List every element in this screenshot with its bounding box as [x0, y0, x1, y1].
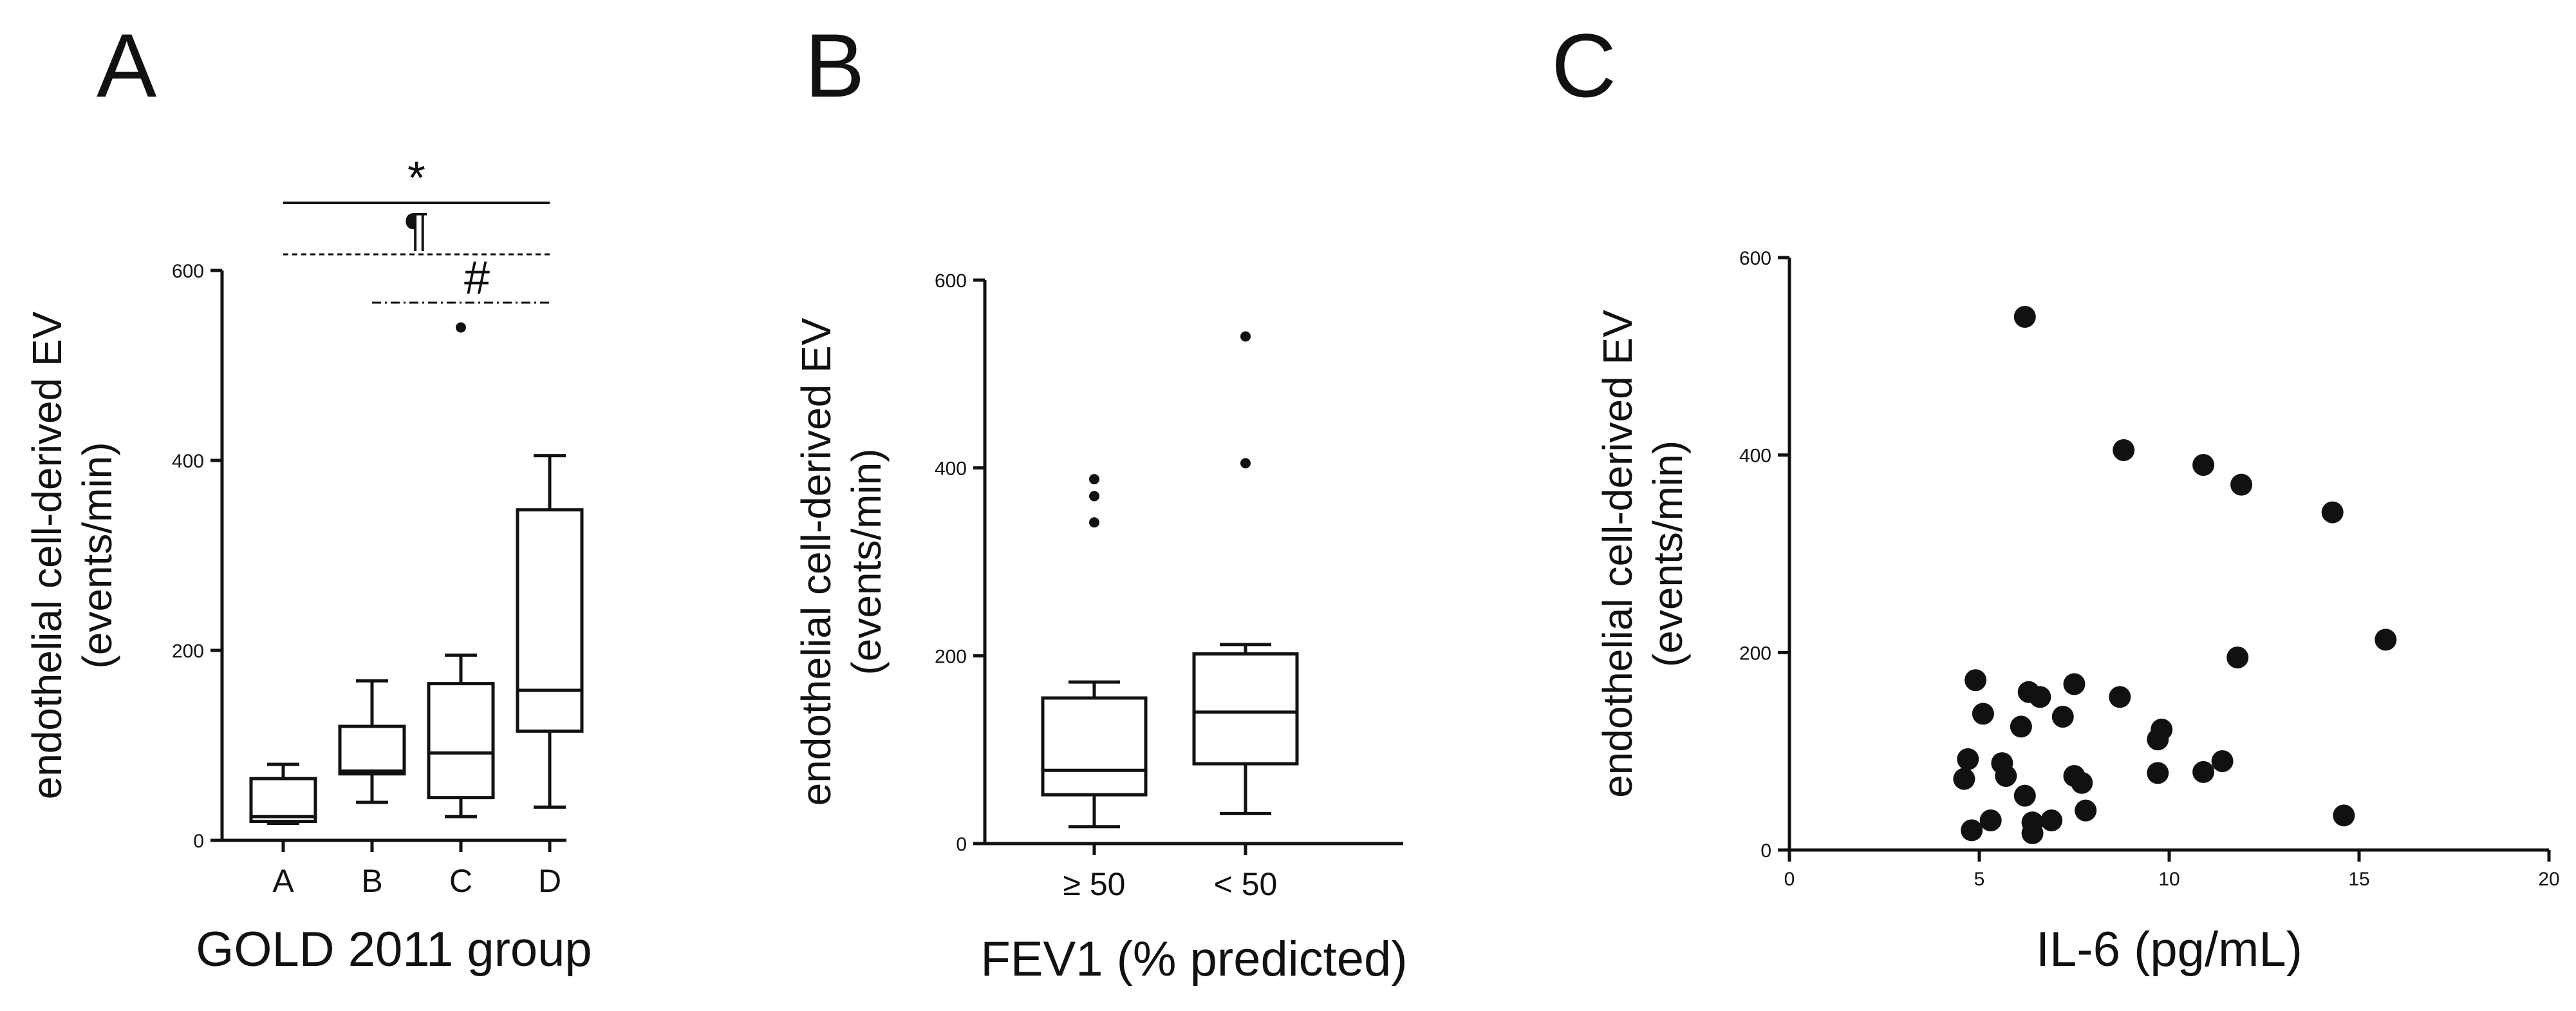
y-tick-label: 600 — [935, 270, 967, 292]
scatter-point — [2147, 728, 2169, 751]
scatter-point — [2192, 761, 2215, 783]
outlier-point — [1240, 331, 1251, 342]
scatter-point — [1995, 765, 2017, 787]
scatter-point — [2211, 750, 2234, 772]
x-axis-title: GOLD 2011 group — [196, 922, 592, 977]
scatter-point — [2375, 628, 2397, 651]
y-axis-label: endothelial cell-derived EV — [24, 311, 70, 799]
scatter-point — [2021, 822, 2044, 844]
y-tick-label: 400 — [1739, 446, 1771, 467]
scatter-point — [2075, 799, 2097, 822]
y-tick-label: 600 — [172, 261, 204, 282]
box-iqr — [338, 724, 406, 776]
significance-symbol: ¶ — [404, 204, 429, 256]
y-tick-label: 400 — [172, 451, 204, 472]
y-tick-label: 200 — [1739, 643, 1771, 664]
outlier-point — [1089, 474, 1099, 485]
x-category-label: C — [449, 863, 472, 899]
y-tick-label: 0 — [1760, 840, 1771, 862]
y-tick-label: 200 — [172, 641, 204, 662]
x-category-label: < 50 — [1214, 866, 1278, 902]
box-iqr — [516, 508, 584, 733]
x-category-label: A — [272, 863, 294, 899]
y-tick-label: 600 — [1739, 248, 1771, 269]
x-tick-label: 15 — [2348, 869, 2369, 890]
scatter-point — [2109, 686, 2131, 708]
scatter-point — [2226, 647, 2249, 668]
panel-b: B 0 200 400 600 endothelial cell-derived EV(e… — [793, 15, 1408, 987]
box-1 — [1041, 474, 1148, 829]
x-tick-label: 0 — [1784, 869, 1795, 890]
panel-a: A 0 200 400 600 endothelial cell-derived EV(e… — [24, 15, 592, 977]
panel-letter: A — [97, 15, 157, 116]
outlier-point — [1089, 517, 1099, 528]
scatter-point — [2013, 306, 2036, 328]
scatter-point — [1957, 748, 1979, 770]
scatter-point — [1965, 669, 1987, 692]
scatter-point — [2071, 771, 2093, 794]
x-tick-label: 20 — [2538, 869, 2559, 890]
box-iqr — [1041, 696, 1148, 797]
y-axis-label-units: (events/min) — [74, 442, 120, 668]
outlier-point — [1089, 491, 1099, 502]
box-iqr — [249, 777, 317, 823]
scatter-point — [2230, 473, 2253, 496]
y-axis-label-units: (events/min) — [1645, 440, 1691, 667]
panel-letter: B — [805, 15, 864, 116]
box-3 — [427, 322, 495, 818]
x-category-label: ≥ 50 — [1063, 866, 1126, 902]
scatter-point — [1961, 819, 1983, 842]
box-iqr — [1192, 652, 1299, 766]
y-tick-label: 200 — [935, 646, 967, 667]
scatter-point — [2029, 686, 2051, 708]
panel-letter: C — [1551, 15, 1616, 116]
scatter-point — [2010, 715, 2032, 738]
x-tick-label: 10 — [2158, 869, 2179, 890]
outlier-point — [456, 322, 466, 333]
scatter-point — [2321, 501, 2344, 524]
box-1 — [249, 762, 317, 825]
significance-symbol: * — [407, 153, 425, 204]
scatter-point — [2333, 804, 2355, 827]
significance-symbol: # — [464, 252, 490, 304]
scatter-point — [2113, 439, 2135, 461]
x-axis-title: FEV1 (% predicted) — [980, 932, 1407, 987]
scatter-point — [2147, 762, 2169, 784]
y-axis-label: endothelial cell-derived EV — [1594, 310, 1641, 798]
scatter-point — [2051, 706, 2074, 728]
scatter-point — [1953, 768, 1975, 790]
y-tick-label: 0 — [956, 834, 967, 855]
x-axis-title: IL-6 (pg/mL) — [2036, 922, 2302, 977]
y-tick-label: 400 — [935, 458, 967, 480]
scatter-point — [2063, 673, 2086, 695]
scatter-point — [2013, 784, 2036, 807]
x-tick-label: 5 — [1974, 869, 1985, 890]
scatter-point — [2040, 809, 2063, 831]
y-axis-label-units: (events/min) — [843, 448, 890, 675]
scatter-point — [1972, 703, 1994, 725]
box-4 — [516, 454, 584, 809]
y-axis-label: endothelial cell-derived EV — [793, 317, 839, 806]
outlier-point — [1240, 458, 1251, 469]
box-2 — [338, 679, 406, 804]
y-tick-label: 0 — [193, 831, 204, 852]
x-category-label: D — [538, 863, 561, 899]
scatter-point — [2192, 454, 2215, 476]
scatter-point — [1979, 809, 2002, 831]
box-2 — [1192, 331, 1299, 815]
box-iqr — [427, 682, 495, 800]
x-category-label: B — [361, 863, 382, 899]
